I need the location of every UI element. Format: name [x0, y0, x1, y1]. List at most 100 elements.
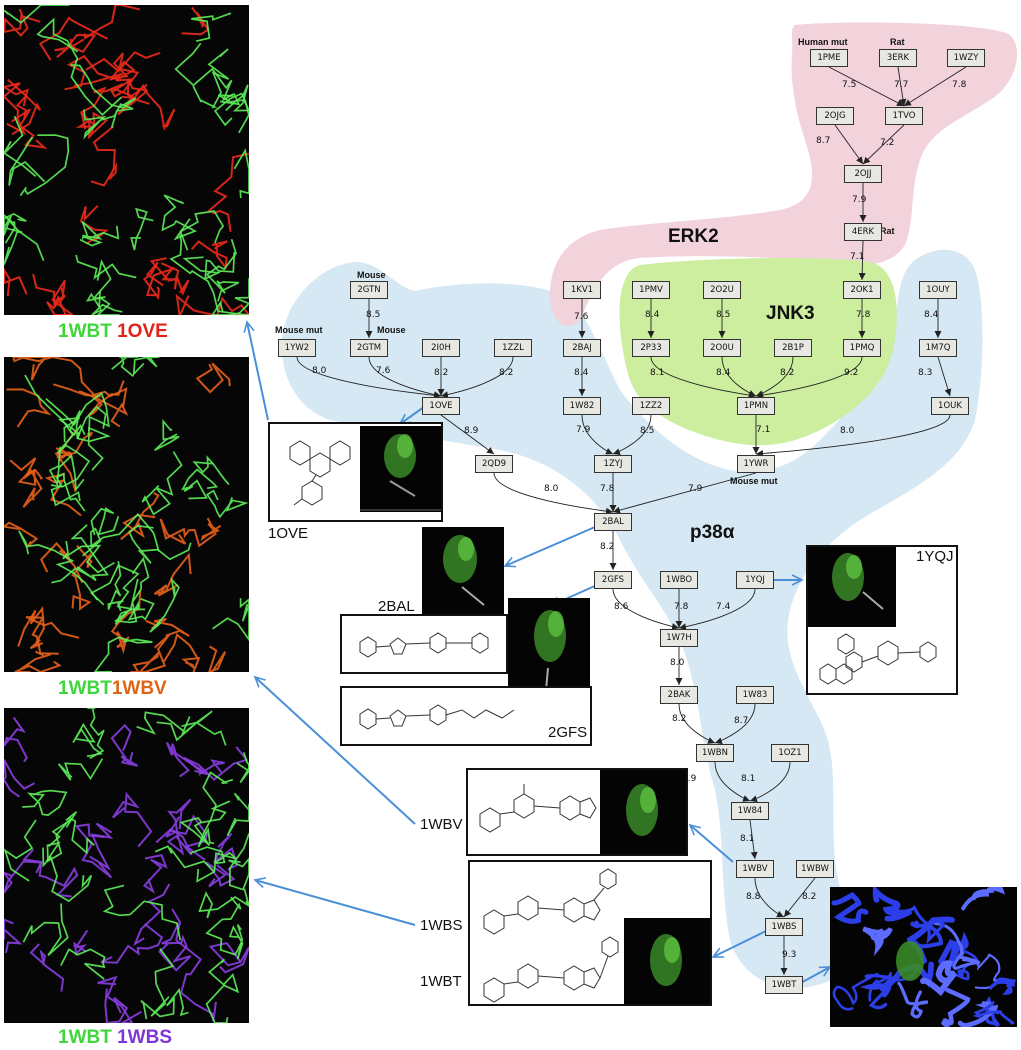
wireframe-trace — [130, 207, 154, 251]
ribbon-strand — [832, 972, 879, 1011]
wireframe-trace — [57, 758, 104, 781]
wireframe-trace — [90, 507, 120, 536]
ligand-render-1wbv — [600, 770, 686, 854]
ribbon-strand — [972, 1001, 1015, 1025]
wireframe-trace — [93, 636, 153, 672]
arrow-2bal-ligand — [505, 526, 596, 566]
edge-label: 8.4 — [924, 310, 939, 320]
arrow-to-panel-3 — [255, 880, 416, 926]
node-2ojg: 2OJG — [816, 107, 854, 125]
wireframe-trace — [150, 948, 175, 1017]
node-1wbo: 1WBO — [660, 571, 698, 589]
edge-label: 8.2 — [672, 714, 687, 724]
jnk3-region — [619, 258, 897, 446]
node-1ouy: 1OUY — [919, 281, 957, 299]
superposition-panel-1wbv — [4, 357, 249, 672]
wireframe-trace — [102, 884, 182, 941]
wireframe-trace — [6, 388, 52, 428]
edge-label: 8.6 — [614, 602, 629, 612]
tree-edge — [721, 356, 757, 397]
ribbon-strand — [941, 987, 971, 1028]
wireframe-trace — [228, 924, 244, 960]
wireframe-trace — [83, 103, 134, 140]
wireframe-trace — [40, 357, 129, 428]
caption-b: 1WBV — [111, 678, 167, 699]
tree-edge — [714, 761, 751, 802]
tree-edge — [828, 66, 905, 107]
wireframe-trace — [179, 210, 225, 251]
wireframe-trace — [160, 262, 190, 296]
node-1w7h: 1W7H — [660, 629, 698, 647]
tree-edge — [749, 819, 758, 860]
node-2bak: 2BAK — [660, 686, 698, 704]
arrow-1wbv-ligand — [690, 825, 734, 863]
edge-label: 8.0 — [312, 366, 327, 376]
tree-edge — [862, 124, 905, 165]
ligand-render-2bal-art — [443, 535, 485, 606]
wireframe-trace — [17, 468, 43, 508]
wireframe-trace — [4, 267, 28, 297]
tree-edge — [783, 877, 816, 918]
edge-label: 8.1 — [740, 834, 755, 844]
node-2b1p: 2B1P — [774, 339, 812, 357]
edge-label: 7.1 — [756, 425, 771, 435]
node-2i0h: 2I0H — [422, 339, 460, 357]
ribbon-strand — [961, 884, 1006, 911]
wireframe-trace — [136, 711, 197, 742]
ribbon-strand — [989, 977, 1016, 996]
ligand-structure-2gfs — [359, 704, 515, 730]
tree-edge — [612, 588, 680, 631]
node-1w83: 1W83 — [736, 686, 774, 704]
edge-label: 8.7 — [816, 136, 831, 146]
wireframe-trace — [87, 708, 105, 759]
superposition-image-1wbv — [4, 357, 249, 672]
wireframe-trace — [159, 518, 217, 548]
node-1ove: 1OVE — [422, 397, 460, 415]
caption-b: 1WBS — [117, 1027, 173, 1048]
edge-label: 8.2 — [499, 368, 514, 378]
wireframe-trace — [155, 828, 193, 856]
node-2gtn: 2GTN — [350, 281, 388, 299]
annotation-mouse-2gtm: Mouse — [377, 325, 406, 335]
wireframe-trace — [45, 817, 95, 863]
tree-edge — [440, 414, 495, 455]
wireframe-trace — [171, 908, 217, 1022]
wireframe-trace — [190, 240, 228, 271]
node-1ywr: 1YWR — [737, 455, 775, 473]
edge-label: 7.8 — [952, 80, 967, 90]
node-1wbn: 1WBN — [696, 744, 734, 762]
jnk3-label: JNK3 — [766, 303, 815, 324]
ligand-box-1yqj — [806, 545, 958, 695]
node-2baj: 2BAJ — [563, 339, 601, 357]
wireframe-trace — [114, 598, 155, 625]
node-1wbv: 1WBV — [736, 860, 774, 878]
wireframe-trace — [74, 823, 113, 879]
edge-label: 8.1 — [650, 368, 665, 378]
edge-label: 7.8 — [856, 310, 871, 320]
edge-label: 7.4 — [716, 602, 731, 612]
wireframe-trace — [38, 16, 109, 61]
node-1kv1: 1KV1 — [563, 281, 601, 299]
erk2-label: ERK2 — [668, 226, 719, 247]
edge-label: 8.2 — [780, 368, 795, 378]
node-1wbw: 1WBW — [796, 860, 834, 878]
node-2bal: 2BAL — [594, 513, 632, 531]
wireframe-trace — [104, 988, 129, 1023]
wireframe-trace — [4, 716, 28, 763]
ligand-structure-1wbs — [483, 868, 617, 935]
wireframe-trace — [14, 650, 62, 672]
edge-label: 7.6 — [574, 312, 589, 322]
edge-label: 8.5 — [366, 310, 381, 320]
wireframe-trace — [4, 212, 27, 265]
ligand-structure-1wbv — [479, 784, 597, 833]
wireframe-trace — [205, 958, 240, 1023]
ligand-label-1yqj: 1YQJ — [916, 548, 954, 565]
node-1tvo: 1TVO — [885, 107, 923, 125]
caption-a: 1WBT — [58, 321, 112, 342]
caption-a: 1WBT — [58, 1027, 112, 1048]
wireframe-trace — [111, 357, 139, 377]
ribbon-strand — [888, 905, 946, 945]
wireframe-trace — [51, 524, 109, 584]
wireframe-trace — [85, 259, 123, 315]
